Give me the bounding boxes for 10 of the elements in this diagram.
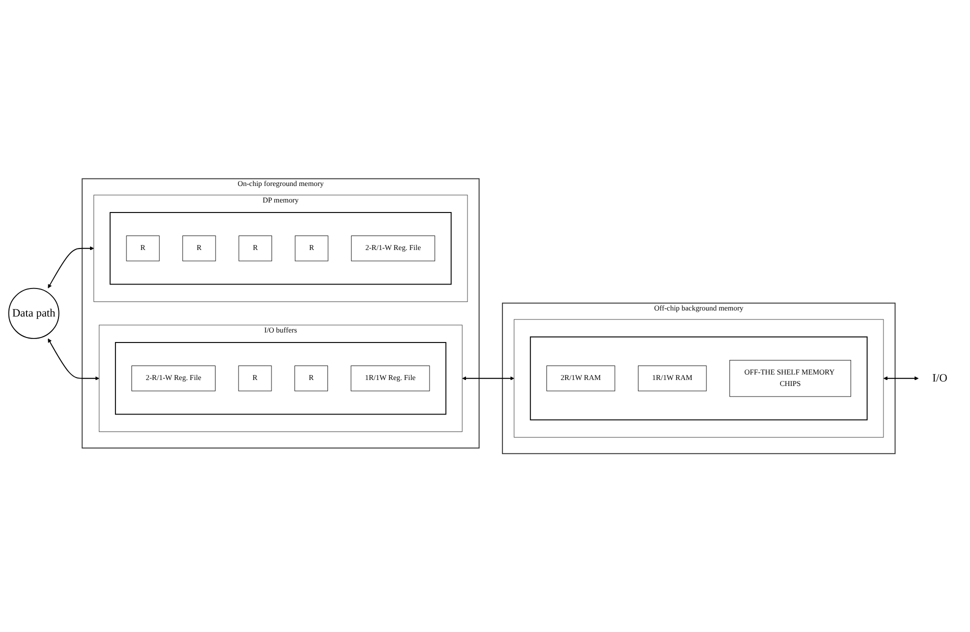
cluster: [114, 342, 446, 415]
cluster: [530, 336, 868, 420]
arrow: [883, 376, 919, 380]
node-circle: Data path: [8, 288, 60, 339]
cluster: [514, 319, 884, 438]
cluster: [110, 212, 452, 285]
arrow: [48, 338, 100, 380]
node-text: I/O: [932, 372, 948, 384]
arrow: [462, 376, 514, 380]
arrow: [48, 246, 94, 288]
